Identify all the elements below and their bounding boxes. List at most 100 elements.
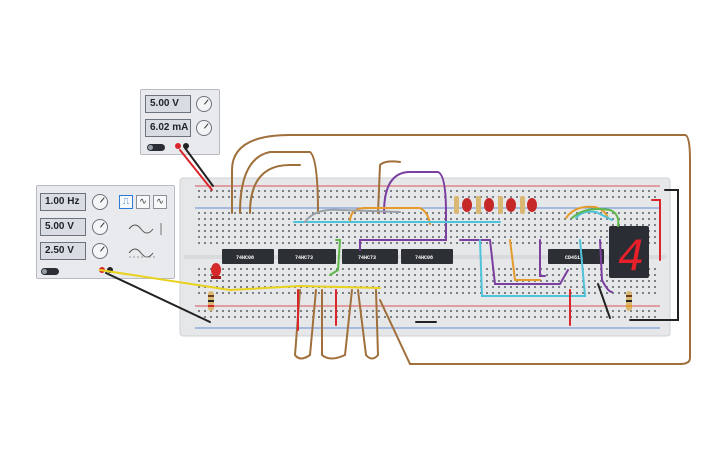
breadboard-hole[interactable] <box>648 286 650 288</box>
breadboard-hole[interactable] <box>558 292 560 294</box>
breadboard-hole[interactable] <box>564 218 566 220</box>
breadboard-hole[interactable] <box>204 224 206 226</box>
breadboard-hole[interactable] <box>558 316 560 318</box>
wire-brown[interactable] <box>249 164 301 214</box>
breadboard-hole[interactable] <box>204 268 206 270</box>
breadboard-hole[interactable] <box>306 268 308 270</box>
wire-brown[interactable] <box>293 289 317 360</box>
breadboard-hole[interactable] <box>486 286 488 288</box>
breadboard-hole[interactable] <box>396 316 398 318</box>
breadboard-hole[interactable] <box>360 292 362 294</box>
breadboard-hole[interactable] <box>486 212 488 214</box>
breadboard-hole[interactable] <box>354 236 356 238</box>
breadboard-hole[interactable] <box>264 274 266 276</box>
breadboard-hole[interactable] <box>654 190 656 192</box>
breadboard-hole[interactable] <box>312 236 314 238</box>
wire-green[interactable] <box>571 208 620 227</box>
breadboard-hole[interactable] <box>468 224 470 226</box>
breadboard-hole[interactable] <box>588 190 590 192</box>
breadboard-hole[interactable] <box>576 280 578 282</box>
breadboard-hole[interactable] <box>360 274 362 276</box>
breadboard-hole[interactable] <box>222 274 224 276</box>
breadboard-hole[interactable] <box>546 190 548 192</box>
breadboard-hole[interactable] <box>204 274 206 276</box>
breadboard-hole[interactable] <box>432 212 434 214</box>
breadboard-hole[interactable] <box>276 280 278 282</box>
breadboard-hole[interactable] <box>414 230 416 232</box>
breadboard-hole[interactable] <box>432 236 434 238</box>
breadboard-hole[interactable] <box>402 268 404 270</box>
wire-red[interactable] <box>179 149 213 191</box>
breadboard-hole[interactable] <box>354 274 356 276</box>
breadboard-hole[interactable] <box>228 274 230 276</box>
breadboard-hole[interactable] <box>576 224 578 226</box>
breadboard-hole[interactable] <box>204 196 206 198</box>
wire-green[interactable] <box>329 239 342 276</box>
breadboard-hole[interactable] <box>372 274 374 276</box>
breadboard-hole[interactable] <box>420 310 422 312</box>
breadboard-hole[interactable] <box>366 190 368 192</box>
breadboard-hole[interactable] <box>582 230 584 232</box>
breadboard-hole[interactable] <box>228 268 230 270</box>
breadboard-hole[interactable] <box>198 196 200 198</box>
breadboard-hole[interactable] <box>582 218 584 220</box>
breadboard-hole[interactable] <box>564 280 566 282</box>
breadboard-hole[interactable] <box>450 224 452 226</box>
breadboard-hole[interactable] <box>234 190 236 192</box>
breadboard-hole[interactable] <box>408 286 410 288</box>
breadboard-hole[interactable] <box>276 310 278 312</box>
wire-gray[interactable] <box>304 208 401 223</box>
breadboard-hole[interactable] <box>318 292 320 294</box>
breadboard-hole[interactable] <box>384 292 386 294</box>
breadboard-hole[interactable] <box>642 212 644 214</box>
wire-black[interactable] <box>629 189 679 321</box>
breadboard-hole[interactable] <box>408 190 410 192</box>
breadboard-hole[interactable] <box>552 230 554 232</box>
breadboard-hole[interactable] <box>240 316 242 318</box>
breadboard-hole[interactable] <box>354 190 356 192</box>
breadboard-hole[interactable] <box>522 242 524 244</box>
breadboard-hole[interactable] <box>558 274 560 276</box>
breadboard-hole[interactable] <box>372 292 374 294</box>
breadboard-hole[interactable] <box>282 218 284 220</box>
breadboard-hole[interactable] <box>318 230 320 232</box>
breadboard-hole[interactable] <box>462 280 464 282</box>
led-resistor-bank[interactable] <box>454 196 537 214</box>
breadboard-hole[interactable] <box>630 316 632 318</box>
breadboard-hole[interactable] <box>630 280 632 282</box>
breadboard-hole[interactable] <box>390 224 392 226</box>
breadboard-hole[interactable] <box>438 236 440 238</box>
breadboard-hole[interactable] <box>426 190 428 192</box>
breadboard-hole[interactable] <box>228 242 230 244</box>
breadboard-hole[interactable] <box>438 196 440 198</box>
breadboard-hole[interactable] <box>234 310 236 312</box>
breadboard-hole[interactable] <box>414 212 416 214</box>
breadboard-hole[interactable] <box>330 224 332 226</box>
breadboard-hole[interactable] <box>630 196 632 198</box>
breadboard-hole[interactable] <box>516 190 518 192</box>
breadboard-hole[interactable] <box>432 274 434 276</box>
breadboard-hole[interactable] <box>498 310 500 312</box>
breadboard-hole[interactable] <box>402 224 404 226</box>
breadboard-hole[interactable] <box>546 212 548 214</box>
breadboard-hole[interactable] <box>462 286 464 288</box>
breadboard-hole[interactable] <box>408 268 410 270</box>
breadboard-hole[interactable] <box>540 190 542 192</box>
breadboard-hole[interactable] <box>300 212 302 214</box>
breadboard-hole[interactable] <box>540 212 542 214</box>
breadboard-hole[interactable] <box>624 286 626 288</box>
breadboard-hole[interactable] <box>636 316 638 318</box>
breadboard-hole[interactable] <box>558 236 560 238</box>
wire-black[interactable] <box>597 283 611 319</box>
breadboard-hole[interactable] <box>516 292 518 294</box>
breadboard-hole[interactable] <box>474 242 476 244</box>
breadboard-hole[interactable] <box>354 212 356 214</box>
breadboard-hole[interactable] <box>324 268 326 270</box>
breadboard-hole[interactable] <box>582 224 584 226</box>
breadboard-hole[interactable] <box>606 268 608 270</box>
breadboard-hole[interactable] <box>642 316 644 318</box>
breadboard-hole[interactable] <box>222 190 224 192</box>
breadboard-hole[interactable] <box>300 218 302 220</box>
breadboard-hole[interactable] <box>588 310 590 312</box>
breadboard-hole[interactable] <box>228 230 230 232</box>
